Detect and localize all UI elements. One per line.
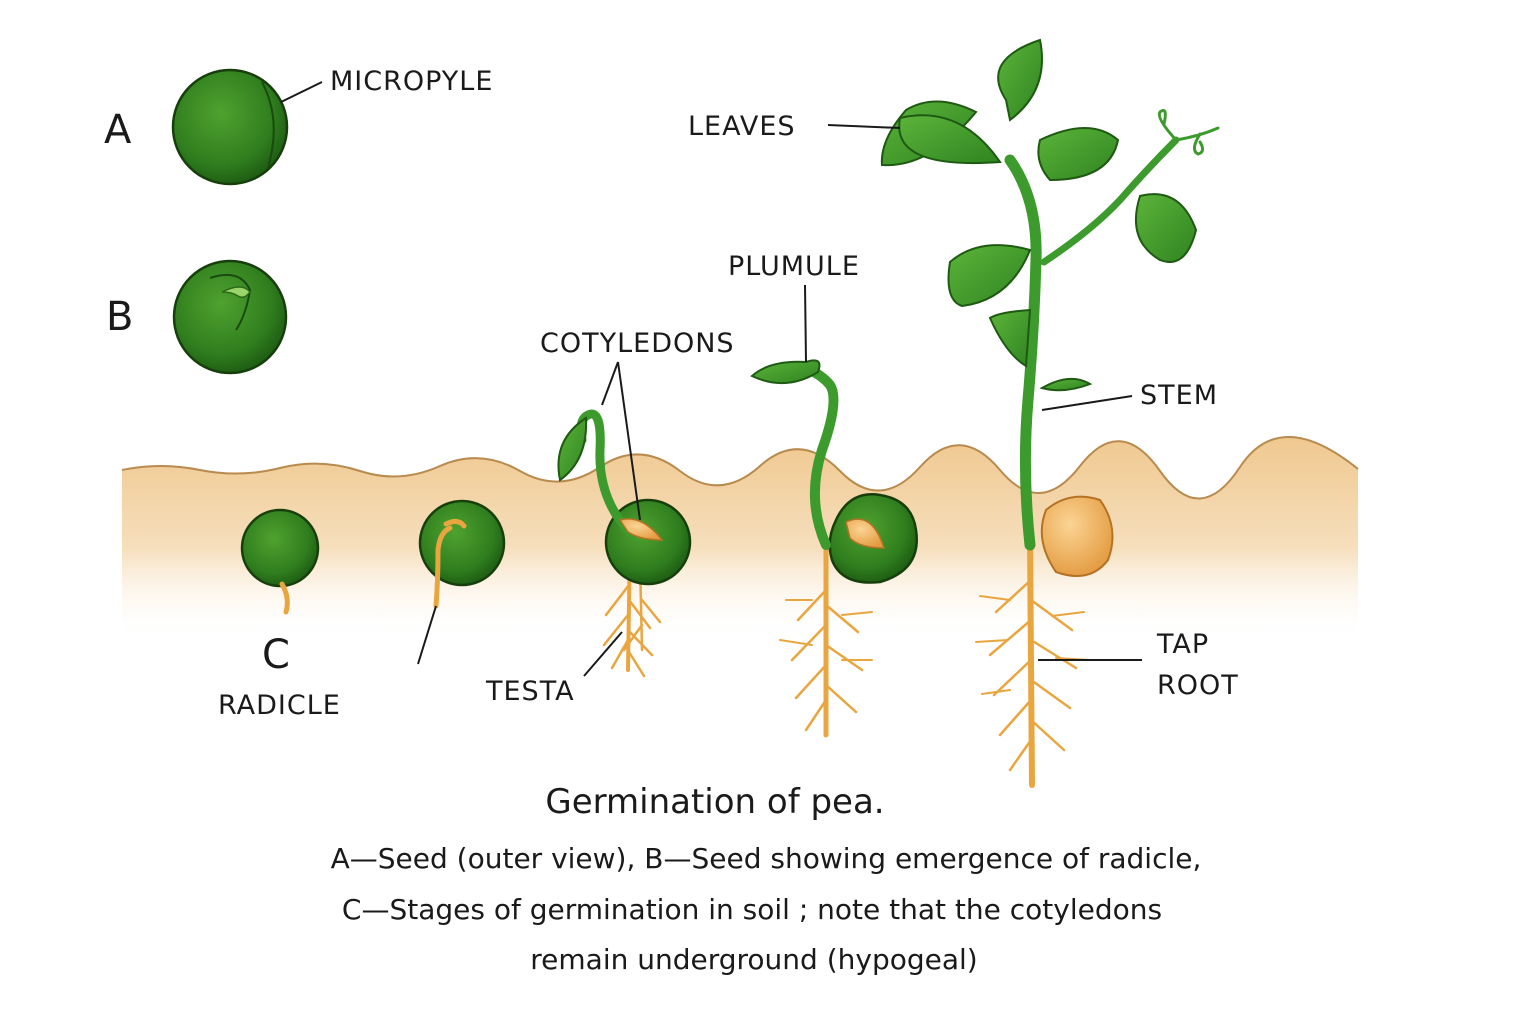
plumule-leader [804,284,807,363]
stage-letter-c: C [262,632,290,678]
cotyledon-c5 [1040,495,1114,577]
cotyledon-c3 [618,518,664,541]
stage-letter-b: B [106,294,133,340]
caption-line-2: C—Stages of germination in soil ; note t… [341,893,1163,926]
label-radicle: RADICLE [218,690,341,721]
cotyledons-leader-2 [617,361,641,521]
label-testa: TESTA [485,676,575,707]
branch-c5 [1040,136,1180,266]
stage-c5-plant [880,38,1220,788]
leaves-leader [827,124,901,129]
cotyledon-c4 [845,518,886,549]
stage-c3-seedling [557,409,692,678]
tendril-icon [1157,109,1220,156]
soil [122,436,1358,640]
label-tap: TAP [1156,629,1209,660]
leaves-c5 [880,38,1198,392]
roots-c4 [779,537,873,738]
radicle-c1 [279,581,290,615]
label-plumule: PLUMULE [728,251,860,282]
caption-line-1: A—Seed (outer view), B—Seed showing emer… [330,842,1202,875]
testa-leader [583,631,623,677]
plumule-leaf-c4 [750,359,821,385]
roots-c5 [975,537,1091,788]
label-leaves: LEAVES [688,111,796,142]
seed-b [172,259,288,375]
stem-c4 [801,363,839,550]
soil-surface-line [121,436,1359,500]
radicle-c2 [433,525,453,609]
micropyle-leader [280,81,323,103]
stage-c4-seedling [750,359,918,738]
label-cotyledons: COTYLEDONS [540,328,735,359]
label-micropyle: MICROPYLE [330,66,493,97]
caption-line-3: remain underground (hypogeal) [530,943,978,976]
caption-title: Germination of pea. [545,782,885,822]
plumule-leaf-c3 [557,416,588,482]
stem-c5 [1004,154,1042,551]
label-stem: STEM [1140,380,1218,411]
radicle-leader [417,605,437,665]
stage-c2-seed [418,499,506,609]
seed-a [171,68,289,186]
cotyledons-leader-1 [601,361,619,406]
stem-leader [1041,395,1133,411]
emerging-radicle [221,286,251,299]
stage-c1-seed [240,508,320,615]
stage-letter-a: A [104,107,132,153]
label-root: ROOT [1157,670,1239,701]
